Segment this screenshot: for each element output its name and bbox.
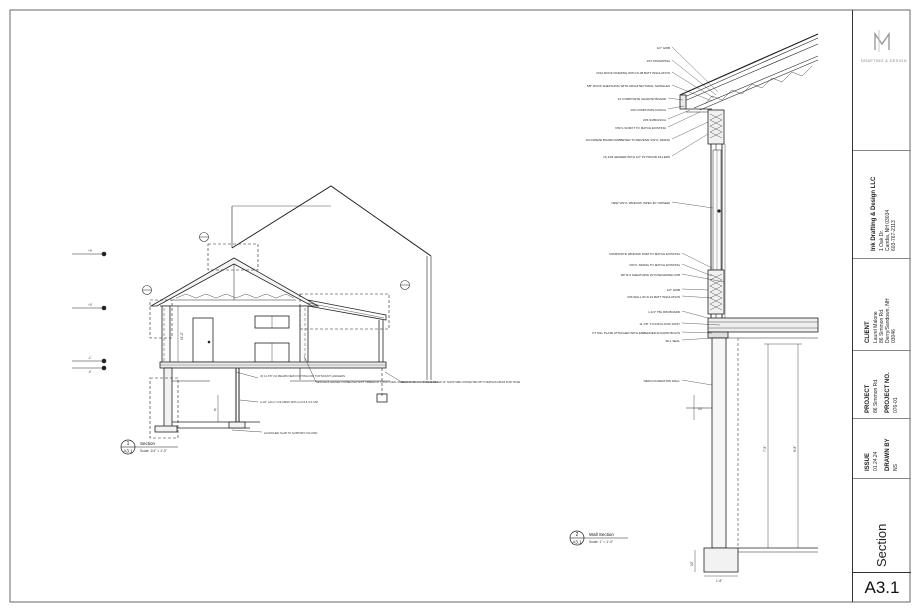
title-block: DRAFTING & DESIGN Ink Drafting & Design … [852,10,911,602]
level-markers [72,251,107,371]
section-view-number: 1 [127,441,130,447]
logo-text: DRAFTING & DESIGN [861,58,907,63]
wall-note-11: NEW VINYL WINDOW (SPEC BY OWNER) [611,201,670,205]
wall-note-12: COMPOSITE WINDOW TRIM TO MATCH EXISTING [609,252,681,256]
section-note-3: NEW DECK LEDGER CONNECTED WITH TIMBERLOK… [316,381,438,384]
wall-note-14: ZIP R-6 SHEATHING W/ INTEGRATED AVB [621,273,680,277]
section-dim-bsmt: 8' [214,408,217,412]
wall-note-19: PT SILL PLATE ATTACHED WITH EMBEDDED ANC… [592,331,680,335]
wall-note-16: 2X6 WALL W/ R-21 BATT INSULATION [627,295,680,299]
wall-dim-height: 7'-8" [763,446,767,452]
fascia [679,94,687,110]
section-note-5: HAUNCHED SLAB TO SUPPORT COLUMN [264,431,317,435]
project-no-label: PROJECT NO. [885,372,891,413]
section-note-4: NEW FOOTING CONCRETE FILLED 12" SONOTUBE… [400,381,520,384]
project-value: 86 Simmon Rd. [873,378,879,413]
wall-note-7: 2X6 SUBFASCIA [643,118,666,122]
section-note-2: 4-1/2" LALLY COLUMNS WITH LCC3.5-3.5 CAP [260,400,318,404]
wall-note-10: (3) 2X8 HEADER WITH 1/2" PLYWOOD FILLERS [603,155,670,159]
section-dim-wall: 11'-0" [180,332,184,340]
wall-dim-footing-w: 1'-8" [716,579,722,583]
wall-note-3: 2X12 ROOF FRAMING WITH R-38 BATT INSULAT… [596,71,670,75]
level-marker-2: +0' [88,303,93,307]
company-line-3: 603-767-2113 [891,220,897,251]
wall-leaders [667,46,725,386]
foundation-wall [711,337,727,549]
foundation-wall-left [163,367,173,429]
wall-view-sheet: A3.1 [572,540,582,545]
wall-view-number: 2 [576,532,579,538]
header [707,109,725,145]
wall-note-6: 1X6 COMPOSITE FASCIA [630,108,666,112]
existing-roof-outline [231,185,432,257]
tb-company-cell: Ink Drafting & Design LLC 1 Oak Dr. Cand… [853,150,911,259]
wall-note-9: 1X4 FRIEZE BOARD RABBETED TO RECEIVE VIN… [585,138,670,142]
wall-view-label: Wall Section [589,532,614,537]
wall-note-18: 11-7/8" TJI 230 FLOOR JOIST [639,322,680,326]
project-no-value: 076-01 [893,397,899,413]
wall-note-4: 5/8" ROOF SHEATHING WITH ARCHITECTURAL S… [587,84,670,88]
tb-project-cell: PROJECT 86 Simmon Rd. PROJECT NO. 076-01 [853,350,911,419]
section-view-scale: Scale: 1/4" = 1'-0" [140,449,168,453]
wall-note-8: VINYL SOFFIT TO MATCH EXISTING [615,126,667,130]
client-line-4: 03046 [891,329,897,343]
floor-system-detail [707,317,819,333]
detail-box-ridge [207,243,259,271]
wall-view-title: 2 A3.1 Wall Section Scale: 1" = 1'-0" [569,530,628,546]
issue-label: ISSUE [865,452,871,471]
detail-box-deck [299,293,390,330]
sheet-border [9,9,911,603]
section-note-1: (3) 11-7/8" LVL BEAMS NEW FOOTING FOR TO… [260,374,345,378]
footing [703,547,739,573]
building-section [142,185,432,439]
section-view-sheet: A3.1 [123,449,133,454]
wall-note-21: NEW FOUNDATION WALL [644,379,681,383]
level-marker-4: -9' [88,370,92,374]
issue-value: 01.24.24 [873,451,879,471]
addition-roof [149,257,320,307]
drawn-by-value: NS [893,464,899,471]
level-marker-3: -1' [88,356,92,360]
client-label: CLIENT [865,321,871,343]
level-marker-1: +9' [88,249,93,253]
wall-note-13: VINYL SIDING TO MATCH EXISTING [629,263,680,267]
sheet-title: Section [874,523,889,567]
detail-box-footing [149,377,179,439]
wall-note-20: SILL SEAL [665,339,680,343]
wall-section [679,33,819,577]
wall-dim-footing-h: 10" [690,561,694,566]
interior-door [192,317,214,363]
sheet-number: A3.1 [853,572,911,603]
wall-view-scale: Scale: 1" = 1'-0" [589,540,614,544]
wall-dim-frost: 10" [698,407,703,411]
company-logo-icon [874,30,890,52]
tb-issue-cell: ISSUE 01.24.24 DRAWN BY NS [853,418,911,479]
wall-note-1: 1/2" GWB [657,46,670,50]
deck-roof [307,299,387,321]
wall-note-5: 1X COMPOSITE SHADOW BOARD [618,97,667,101]
project-label: PROJECT [865,384,871,413]
section-view-title: 1 A3.1 Section Scale: 1/4" = 1'-0" [120,439,178,455]
wall-note-15: 1/2" GWB [667,288,680,292]
tb-logo-cell: DRAFTING & DESIGN [853,10,911,150]
tb-sheet-title-cell: Section [853,478,911,573]
wall-dim-total: 8'-8" [793,446,797,452]
wall-note-2: 1X3 STRAPPING [646,59,670,63]
tb-client-cell: CLIENT Laurel Malone 86 Simmon Rd. Derry… [853,258,911,351]
wall-note-17: 1-1/4" TBL RIM BOARD [648,310,681,314]
drawn-by-label: DRAWN BY [885,438,891,471]
section-view-label: Section [140,441,156,446]
detail-box-eave [149,299,173,339]
company-name: Ink Drafting & Design LLC [871,176,877,251]
